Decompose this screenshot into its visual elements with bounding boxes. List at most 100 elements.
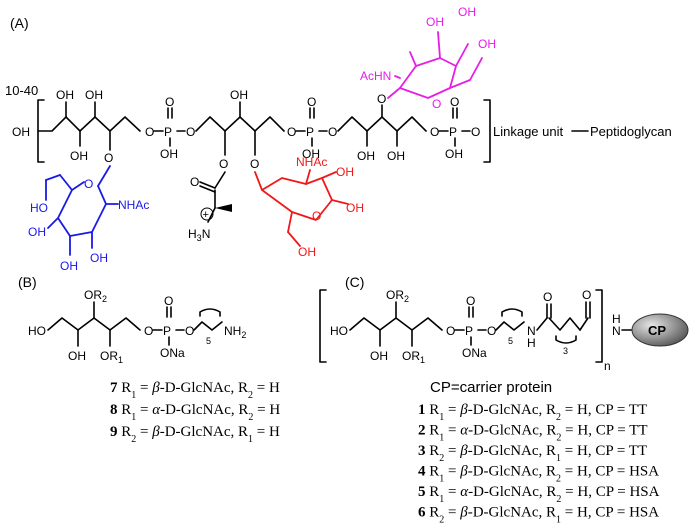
red-glcnac: NHAc OH OH OH O xyxy=(254,155,364,259)
svg-text:NH2: NH2 xyxy=(224,324,246,340)
svg-text:P: P xyxy=(465,324,473,338)
svg-text:O: O xyxy=(312,209,321,223)
svg-text:OH: OH xyxy=(60,259,78,273)
svg-text:O: O xyxy=(450,95,459,109)
svg-text:ONa: ONa xyxy=(160,346,185,360)
svg-text:O: O xyxy=(307,95,316,109)
svg-text:OH: OH xyxy=(478,37,496,51)
repeat-bracket-right xyxy=(483,99,491,163)
svg-text:CP: CP xyxy=(648,323,666,338)
compound-line-6: 6 R2 = β-D-GlcNAc, R1 = H, CP = HSA xyxy=(418,505,659,526)
svg-text:O: O xyxy=(145,125,154,139)
svg-text:OH: OH xyxy=(70,149,88,163)
svg-text:OR1: OR1 xyxy=(402,349,425,365)
backbone-ribitol-1 xyxy=(37,116,141,132)
ammonium: H3N xyxy=(188,227,210,243)
svg-text:O: O xyxy=(190,175,199,189)
svg-text:O: O xyxy=(487,324,496,338)
svg-text:O: O xyxy=(104,151,113,165)
peptidoglycan: Peptidoglycan xyxy=(590,124,672,139)
svg-text:O: O xyxy=(144,324,153,338)
compound-list-c: 1 R1 = β-D-GlcNAc, R2 = H, CP = TT2 R1 =… xyxy=(418,402,660,525)
svg-text:O: O xyxy=(165,95,174,109)
svg-text:HO: HO xyxy=(330,324,348,338)
linkage-unit: Linkage unit xyxy=(493,124,563,139)
compound-line-8: 8 R1 = α-D-GlcNAc, R2 = H xyxy=(110,402,280,423)
structure-c: HO OH OR2 OR1 O P O ONa O 5 N H O 3 xyxy=(319,288,689,525)
svg-text:O: O xyxy=(219,157,228,171)
svg-text:O: O xyxy=(84,177,93,191)
svg-text:O: O xyxy=(543,290,552,304)
svg-text:OH: OH xyxy=(370,349,388,363)
svg-text:OH: OH xyxy=(28,225,46,239)
magenta-glcnac: AcHN OH OH OH O xyxy=(360,5,496,111)
svg-text:NHAc: NHAc xyxy=(118,198,149,212)
svg-text:N: N xyxy=(527,324,536,338)
svg-text:O: O xyxy=(186,125,195,139)
svg-text:OH: OH xyxy=(230,88,248,102)
terminal-oh: OH xyxy=(12,125,30,139)
svg-text:OH: OH xyxy=(160,147,178,161)
svg-text:OH: OH xyxy=(458,5,476,19)
svg-text:O: O xyxy=(250,157,259,171)
cp-caption: CP=carrier protein xyxy=(430,379,552,396)
svg-text:5: 5 xyxy=(206,336,211,346)
svg-text:OH: OH xyxy=(357,149,375,163)
svg-text:OH: OH xyxy=(298,245,316,259)
svg-text:P: P xyxy=(163,324,171,338)
svg-text:O: O xyxy=(471,125,480,139)
svg-text:OH: OH xyxy=(445,147,463,161)
bracket-c-left xyxy=(319,289,327,363)
svg-text:O: O xyxy=(328,125,337,139)
svg-text:O: O xyxy=(430,125,439,139)
compound-line-7: 7 R1 = β-D-GlcNAc, R2 = H xyxy=(110,380,280,401)
svg-text:NHAc: NHAc xyxy=(296,155,327,169)
compound-list-b: 7 R1 = β-D-GlcNAc, R2 = H8 R1 = α-D-GlcN… xyxy=(110,380,280,445)
bracket-c-right xyxy=(595,289,603,363)
svg-text:OR2: OR2 xyxy=(386,288,409,304)
svg-text:OH: OH xyxy=(56,88,74,102)
svg-text:H: H xyxy=(612,312,621,326)
svg-text:P: P xyxy=(306,125,314,139)
svg-text:O: O xyxy=(377,92,386,106)
svg-text:HO: HO xyxy=(30,201,48,215)
panel-label-b: (B) xyxy=(18,274,37,290)
svg-text:O: O xyxy=(432,97,441,111)
svg-text:OH: OH xyxy=(302,147,320,161)
svg-text:+: + xyxy=(203,209,209,221)
compound-line-3: 3 R2 = β-D-GlcNAc, R1 = H, CP = TT xyxy=(418,443,647,464)
structure-a: 10-40 OH OH OH OH O O P O OH O O OH O xyxy=(5,5,672,273)
svg-text:H: H xyxy=(527,336,536,350)
svg-text:P: P xyxy=(164,125,172,139)
svg-text:OR2: OR2 xyxy=(84,288,107,304)
compound-line-9: 9 R2 = β-D-GlcNAc, R1 = H xyxy=(110,424,280,445)
compound-line-4: 4 R1 = β-D-GlcNAc, R2 = H, CP = HSA xyxy=(418,464,659,485)
svg-text:OH: OH xyxy=(387,149,405,163)
compound-line-2: 2 R1 = α-D-GlcNAc, R2 = H, CP = TT xyxy=(418,423,648,444)
compound-line-1: 1 R1 = β-D-GlcNAc, R2 = H, CP = TT xyxy=(418,402,647,423)
svg-text:N: N xyxy=(612,324,621,338)
blue-glcnac: O NHAc OH OH OH HO xyxy=(28,165,149,273)
svg-text:5: 5 xyxy=(508,336,513,346)
svg-text:3: 3 xyxy=(563,346,568,356)
panel-label-a: (A) xyxy=(10,15,29,31)
svg-text:OH: OH xyxy=(426,15,444,29)
svg-text:O: O xyxy=(446,324,455,338)
compound-line-5: 5 R1 = α-D-GlcNAc, R2 = H, CP = HSA xyxy=(418,484,660,505)
svg-text:OH: OH xyxy=(336,165,354,179)
structure-b: HO OH OR2 OR1 O P O ONa O 5 NH2 7 R1 = β… xyxy=(28,288,280,445)
svg-text:OR1: OR1 xyxy=(100,349,123,365)
svg-text:O: O xyxy=(164,294,173,308)
svg-text:O: O xyxy=(466,294,475,308)
svg-text:P: P xyxy=(449,125,457,139)
svg-text:O: O xyxy=(185,324,194,338)
svg-text:OH: OH xyxy=(68,349,86,363)
svg-text:HO: HO xyxy=(28,324,46,338)
svg-text:ONa: ONa xyxy=(462,346,487,360)
svg-text:AcHN: AcHN xyxy=(360,69,391,83)
svg-text:OH: OH xyxy=(85,88,103,102)
cp-ellipse-icon xyxy=(631,313,689,347)
svg-text:OH: OH xyxy=(346,201,364,215)
repeat-count: 10-40 xyxy=(5,83,38,98)
